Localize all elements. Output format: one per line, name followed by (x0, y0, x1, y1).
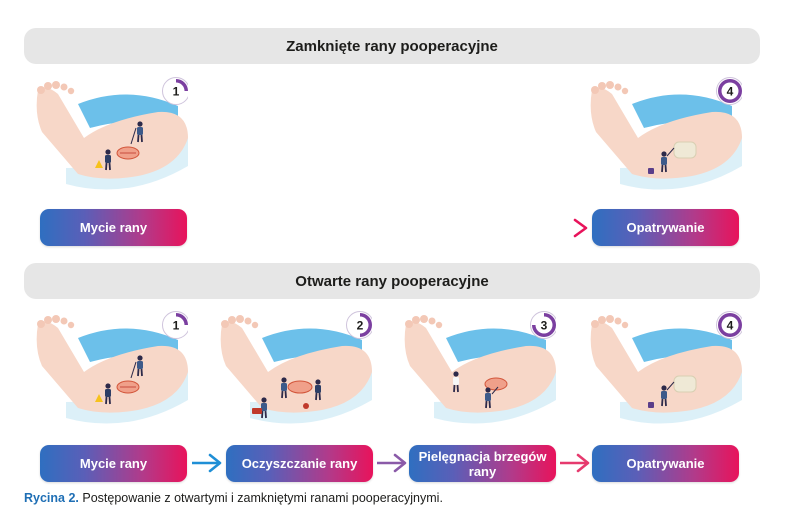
step-number: 2 (357, 319, 364, 333)
warning-sign-icon (95, 160, 103, 168)
wound-care-illustration: 3 (404, 311, 556, 424)
step-pill-washing: Mycie rany (40, 445, 187, 482)
wound-care-illustration: 4 (590, 311, 742, 424)
step-illustration: 1 (28, 310, 188, 435)
section-title: Otwarte rany pooperacyjne (295, 272, 489, 290)
worker-figure (137, 121, 143, 143)
toes-icon (37, 315, 75, 329)
toes-icon (591, 315, 629, 329)
step-number: 4 (727, 85, 734, 99)
arrow-right-icon (560, 453, 590, 473)
section-title: Zamknięte rany pooperacyjne (286, 37, 498, 55)
step-number-badge: 4 (716, 311, 742, 339)
step-number-badge: 4 (716, 77, 742, 105)
step-illustration: 4 (582, 76, 742, 201)
caption-text: Postępowanie z otwartymi i zamkniętymi r… (78, 491, 443, 505)
step-pill-dressing: Opatrywanie (592, 445, 739, 482)
step-number: 4 (727, 319, 734, 333)
step-number-badge: 1 (162, 77, 188, 105)
step-number: 1 (173, 85, 180, 99)
step-pill-cleaning: Oczyszczanie rany (226, 445, 373, 482)
bucket-icon (648, 168, 654, 174)
step-number-badge: 3 (530, 311, 556, 339)
worker-figure (261, 397, 267, 419)
step-pill-edge-care: Pielęgnacja brzegów rany (409, 445, 556, 482)
cart-icon (252, 408, 262, 414)
step-pill-washing: Mycie rany (40, 209, 187, 246)
worker-figure (105, 149, 111, 171)
bandage-icon (673, 375, 697, 393)
toes-icon (37, 81, 75, 95)
worker-figure (137, 355, 143, 377)
section-closed-wounds-header: Zamknięte rany pooperacyjne (24, 28, 760, 64)
step-illustration: 4 (582, 310, 742, 435)
leg-shape (36, 321, 188, 413)
step-number-badge: 1 (162, 311, 188, 339)
leg-shape (590, 87, 742, 179)
step-illustration: 3 (396, 310, 556, 435)
step-illustration: 1 (28, 76, 188, 201)
leg-shape (404, 321, 556, 413)
worker-figure (315, 379, 321, 401)
leg-shape (220, 321, 372, 413)
toes-icon (221, 315, 259, 329)
bucket-icon (648, 402, 654, 408)
wound-care-illustration: 4 (590, 77, 742, 190)
worker-figure (485, 387, 491, 409)
arrow-right-icon (192, 453, 222, 473)
step-illustration: 2 (212, 310, 372, 435)
worker-figure (105, 383, 111, 405)
bandage-icon (673, 141, 697, 159)
worker-figure (453, 371, 459, 393)
wound-care-illustration: 2 (220, 311, 372, 424)
long-arrow (192, 218, 588, 238)
step-number: 3 (541, 319, 548, 333)
figure-caption: Rycina 2. Postępowanie z otwartymi i zam… (24, 491, 443, 505)
toes-icon (405, 315, 443, 329)
worker-figure (281, 377, 287, 399)
wound-care-illustration: 1 (36, 77, 188, 190)
leg-shape (590, 321, 742, 413)
leg-shape (36, 87, 188, 179)
step-pill-dressing: Opatrywanie (592, 209, 739, 246)
caption-label: Rycina 2. (24, 491, 79, 505)
wound-icon (287, 380, 313, 394)
warning-sign-icon (95, 394, 103, 402)
arrow-right-icon (377, 453, 407, 473)
wound-care-illustration: 1 (36, 311, 188, 424)
step-number-badge: 2 (346, 311, 372, 339)
toes-icon (591, 81, 629, 95)
section-open-wounds-header: Otwarte rany pooperacyjne (24, 263, 760, 299)
worker-figure (661, 151, 667, 173)
worker-figure (661, 385, 667, 407)
step-number: 1 (173, 319, 180, 333)
